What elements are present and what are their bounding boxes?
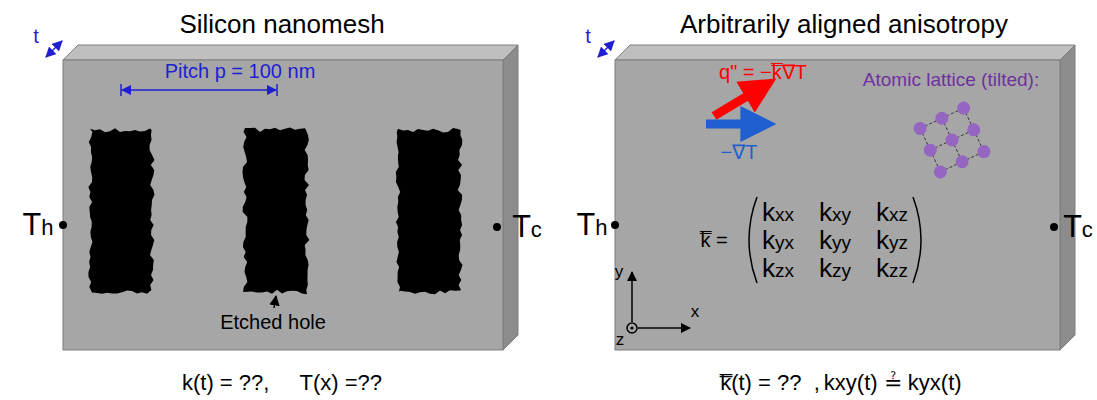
matrix-bracket xyxy=(749,197,757,283)
callout-label: Etched hole xyxy=(220,311,326,334)
pitch-dimension xyxy=(122,89,276,91)
etched-hole xyxy=(396,128,463,294)
matrix-symbol: k̿ = xyxy=(700,229,727,252)
slab-front xyxy=(615,60,1060,350)
lattice-atom xyxy=(924,144,937,157)
matrix-entry: kxx xyxy=(762,197,794,227)
thickness-dimension xyxy=(598,41,614,57)
dimension-tick xyxy=(120,84,122,96)
lattice-atom xyxy=(934,165,947,178)
axis-label: x xyxy=(691,302,700,322)
matrix-entry: kyz xyxy=(876,225,908,255)
temperature-dot xyxy=(59,221,67,229)
lattice-atom xyxy=(956,155,969,168)
matrix-bracket xyxy=(913,197,921,283)
leader-line xyxy=(274,296,276,308)
axis-arrow xyxy=(631,272,633,322)
etched-holes xyxy=(88,128,462,295)
temperature-label: Th xyxy=(23,207,54,242)
etched-hole xyxy=(243,128,310,295)
axis-label: y xyxy=(615,262,624,282)
lattice-atom xyxy=(914,122,927,135)
matrix-entry: kzz xyxy=(876,253,908,283)
panel-heading: Arbitrarily aligned anisotropy xyxy=(680,10,1008,40)
matrix-entry: kxy xyxy=(819,197,851,227)
panel-heading: Silicon nanomesh xyxy=(179,10,384,40)
lattice-atom xyxy=(935,112,948,125)
slab-side xyxy=(1060,45,1075,350)
equation: kxy(t) ≟ kyx(t) xyxy=(824,370,962,395)
flux-label: q" = −k̿∇T xyxy=(719,61,807,84)
etched-hole xyxy=(88,128,154,294)
thickness-label: t xyxy=(585,25,591,48)
matrix-entry: kzy xyxy=(819,253,851,283)
equation: k(t) = ??, T(x) =?? xyxy=(182,370,382,395)
matrix-entry: kzx xyxy=(762,253,794,283)
slab-top xyxy=(615,45,1075,60)
axis-label: z xyxy=(616,330,625,350)
lattice-atom xyxy=(946,134,959,147)
equation: k̿(t) = ?? , xyxy=(720,370,820,395)
temperature-dot xyxy=(611,221,619,229)
lattice-atom xyxy=(967,123,980,136)
lattice-label: Atomic lattice (tilted): xyxy=(863,69,1039,91)
heat-flux-arrow xyxy=(714,86,764,116)
lattice-atom xyxy=(957,102,970,115)
gradient-label: −∇T xyxy=(721,141,758,164)
slab-top xyxy=(63,45,518,60)
temperature-label: Th xyxy=(577,207,608,242)
matrix-entry: kxz xyxy=(876,197,908,227)
axis-arrow xyxy=(638,327,690,329)
axis-out-of-page xyxy=(627,323,637,333)
dimension-tick xyxy=(276,84,278,96)
atomic-lattice xyxy=(914,102,991,179)
slab: Silicon nanomeshPitch p = 100 nmEtched h… xyxy=(63,60,503,350)
slab-side xyxy=(503,45,518,350)
matrix-entry: kyy xyxy=(819,225,851,255)
temperature-dot xyxy=(1050,223,1058,231)
slab-front xyxy=(63,60,503,350)
gradient-arrow xyxy=(706,120,762,129)
temperature-label: Tc xyxy=(512,209,542,244)
axis-out-of-page xyxy=(630,326,633,329)
lattice-atom xyxy=(977,145,990,158)
temperature-label: Tc xyxy=(1063,209,1093,244)
thickness-label: t xyxy=(33,25,39,48)
matrix-entry: kyx xyxy=(762,225,794,255)
dimension-label: Pitch p = 100 nm xyxy=(165,60,316,83)
thickness-dimension xyxy=(46,41,62,57)
temperature-dot xyxy=(493,223,501,231)
